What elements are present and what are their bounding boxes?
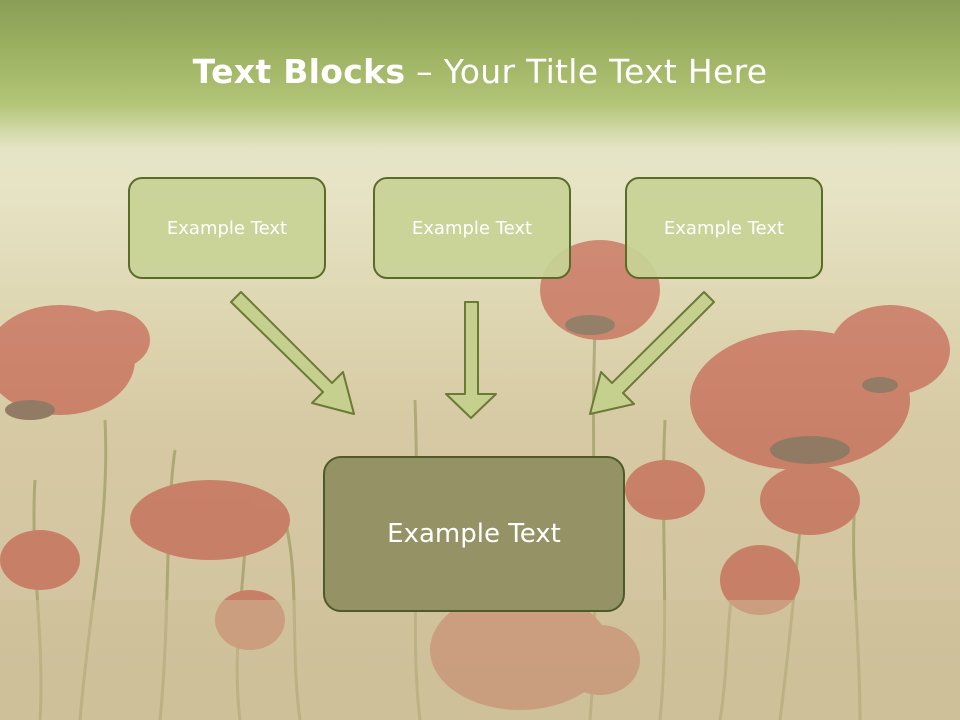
arrow-down-icon	[445, 301, 497, 419]
title-rest-text: – Your Title Text Here	[405, 52, 768, 91]
text-block-2[interactable]: Example Text	[373, 177, 571, 279]
main-text-block-label: Example Text	[387, 519, 561, 549]
text-block-3[interactable]: Example Text	[625, 177, 823, 279]
title-bold-text: Text Blocks	[192, 52, 406, 91]
text-block-2-label: Example Text	[411, 217, 533, 239]
text-block-3-label: Example Text	[663, 217, 785, 239]
arrow-left-icon	[230, 291, 355, 415]
text-block-1[interactable]: Example Text	[128, 177, 326, 279]
main-text-block[interactable]: Example Text	[323, 456, 625, 612]
slide-title[interactable]: Text Blocks – Your Title Text Here	[0, 52, 960, 91]
text-block-1-label: Example Text	[166, 217, 288, 239]
arrow-right-icon	[589, 291, 715, 415]
title-band	[0, 0, 960, 150]
